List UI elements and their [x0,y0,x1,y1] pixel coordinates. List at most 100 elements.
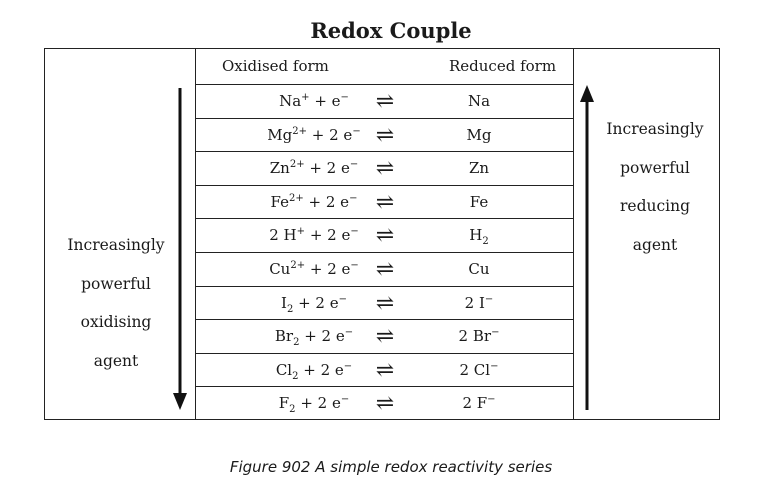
electrons: + 2 e [298,360,344,379]
ox-charge: + [296,226,306,238]
red-symbol: H [469,226,483,245]
electrons: + 2 e [303,192,350,211]
reduced-species: 2 I− [431,287,527,320]
right-label-line: Increasingly [606,120,704,138]
oxidised-species: Cl2 + 2 e− [195,354,433,387]
ox-subscript: 2 [289,404,296,416]
electron-charge: − [340,92,349,103]
equilibrium-arrow-icon: ⇌ [375,324,395,350]
divider-right [573,48,574,420]
divider-left [195,48,196,420]
ox-subscript: 2 [286,303,294,315]
red-symbol: Na [467,92,491,110]
table-row: Br2 + 2 e−⇌2 Br− [195,319,573,353]
red-symbol: Cu [468,260,490,278]
red-symbol: Zn [468,159,490,178]
reduced-species: Fe [431,186,527,219]
table-row: Na+ + e−⇌ Na [195,84,573,118]
oxidised-species: Fe2+ + 2 e− [195,186,433,219]
equilibrium-arrow-icon: ⇌ [375,257,395,282]
electrons: + 2 e [293,293,339,312]
electrons: + 2 e [304,159,350,178]
red-charge: − [491,327,500,339]
right-label-line: reducing [619,197,691,215]
electrons: + 2 e [305,260,351,278]
ox-charge: 2+ [290,260,306,271]
red-symbol: Mg [466,125,492,144]
left-label-line: Increasingly [67,236,165,254]
oxidised-species: Mg2+ + 2 e− [195,119,433,152]
ox-charge: 2+ [289,159,305,171]
figure-title: Redox Couple [310,18,472,43]
table-row: Cu2+ + 2 e−⇌Cu [195,252,573,286]
electrons: + 2 e [305,226,351,245]
reduced-species: 2 Cl− [431,354,527,387]
electron-charge: − [352,125,361,137]
ox-symbol: 2 H [269,226,297,245]
red-symbol: 2 F [462,394,488,413]
reduced-species: Na [431,85,527,118]
electrons: + 2 e [299,327,345,346]
equilibrium-arrow-icon: ⇌ [375,89,395,114]
red-symbol: Fe [469,192,489,211]
reduced-species: Cu [431,253,527,286]
red-subscript: 2 [482,236,489,248]
red-symbol: 2 Br [458,327,492,346]
ox-charge: 2+ [289,192,304,204]
right-label-line: powerful [620,158,690,177]
ox-symbol: Zn [269,159,290,178]
table-row: Cl2 + 2 e−⇌2 Cl− [195,352,573,387]
oxidised-species: Na+ + e− [195,85,433,118]
equilibrium-arrow-icon: ⇌ [375,223,395,249]
up-arrow-icon [580,85,594,410]
reduced-species: 2 F− [431,387,527,420]
equilibrium-arrow-icon: ⇌ [375,122,395,148]
table-row: 2 H+ + 2 e−⇌H2 [195,218,573,252]
table-row: Zn2+ + 2 e−⇌Zn [195,151,573,185]
ox-symbol: F [278,394,290,413]
oxidised-species: F2 + 2 e− [195,387,433,420]
down-arrow-icon [173,88,187,410]
electron-charge: − [338,293,347,305]
ox-symbol: Br [274,327,294,346]
electron-charge: − [349,192,358,204]
electrons: + e [309,92,341,110]
right-side-label: Increasingly powerful reducing agent [600,120,710,274]
electron-charge: − [350,226,359,238]
ox-symbol: I [281,293,287,312]
table-row: I2 + 2 e−⇌2 I− [195,285,573,320]
table-frame [44,48,720,420]
oxidised-species: Cu2+ + 2 e− [195,253,433,286]
ox-charge: + [301,92,310,103]
table-row: Mg2+ + 2 e−⇌Mg [195,117,573,152]
reduced-species: H2 [431,219,527,252]
electron-charge: − [343,360,353,372]
left-label-line: agent [93,351,139,370]
equilibrium-arrow-icon: ⇌ [375,357,395,383]
oxidised-species: 2 H+ + 2 e− [195,219,433,252]
oxidised-species: Br2 + 2 e− [195,320,433,353]
red-symbol: 2 Cl [459,360,491,379]
electrons: + 2 e [307,125,353,144]
reduced-species: 2 Br− [431,320,527,353]
ox-subscript: 2 [292,370,299,382]
ox-symbol: Cl [275,360,293,379]
header-reduced-form: Reduced form [449,57,557,75]
ox-symbol: Fe [270,192,290,211]
ox-symbol: Mg [267,125,293,144]
ox-charge: 2+ [292,125,308,137]
left-label-line: powerful [81,274,151,293]
ox-symbol: Cu [269,260,291,278]
equilibrium-arrow-icon: ⇌ [375,156,395,182]
red-symbol: 2 I [464,293,485,312]
electron-charge: − [349,159,359,171]
red-charge: − [484,293,494,305]
electron-charge: − [340,394,350,406]
left-side-label: Increasingly powerful oxidising agent [56,236,176,390]
oxidised-species: I2 + 2 e− [195,287,433,320]
electron-charge: − [344,327,354,339]
equilibrium-arrow-icon: ⇌ [375,189,395,215]
reduced-species: Zn [431,152,527,185]
electron-charge: − [350,260,359,271]
